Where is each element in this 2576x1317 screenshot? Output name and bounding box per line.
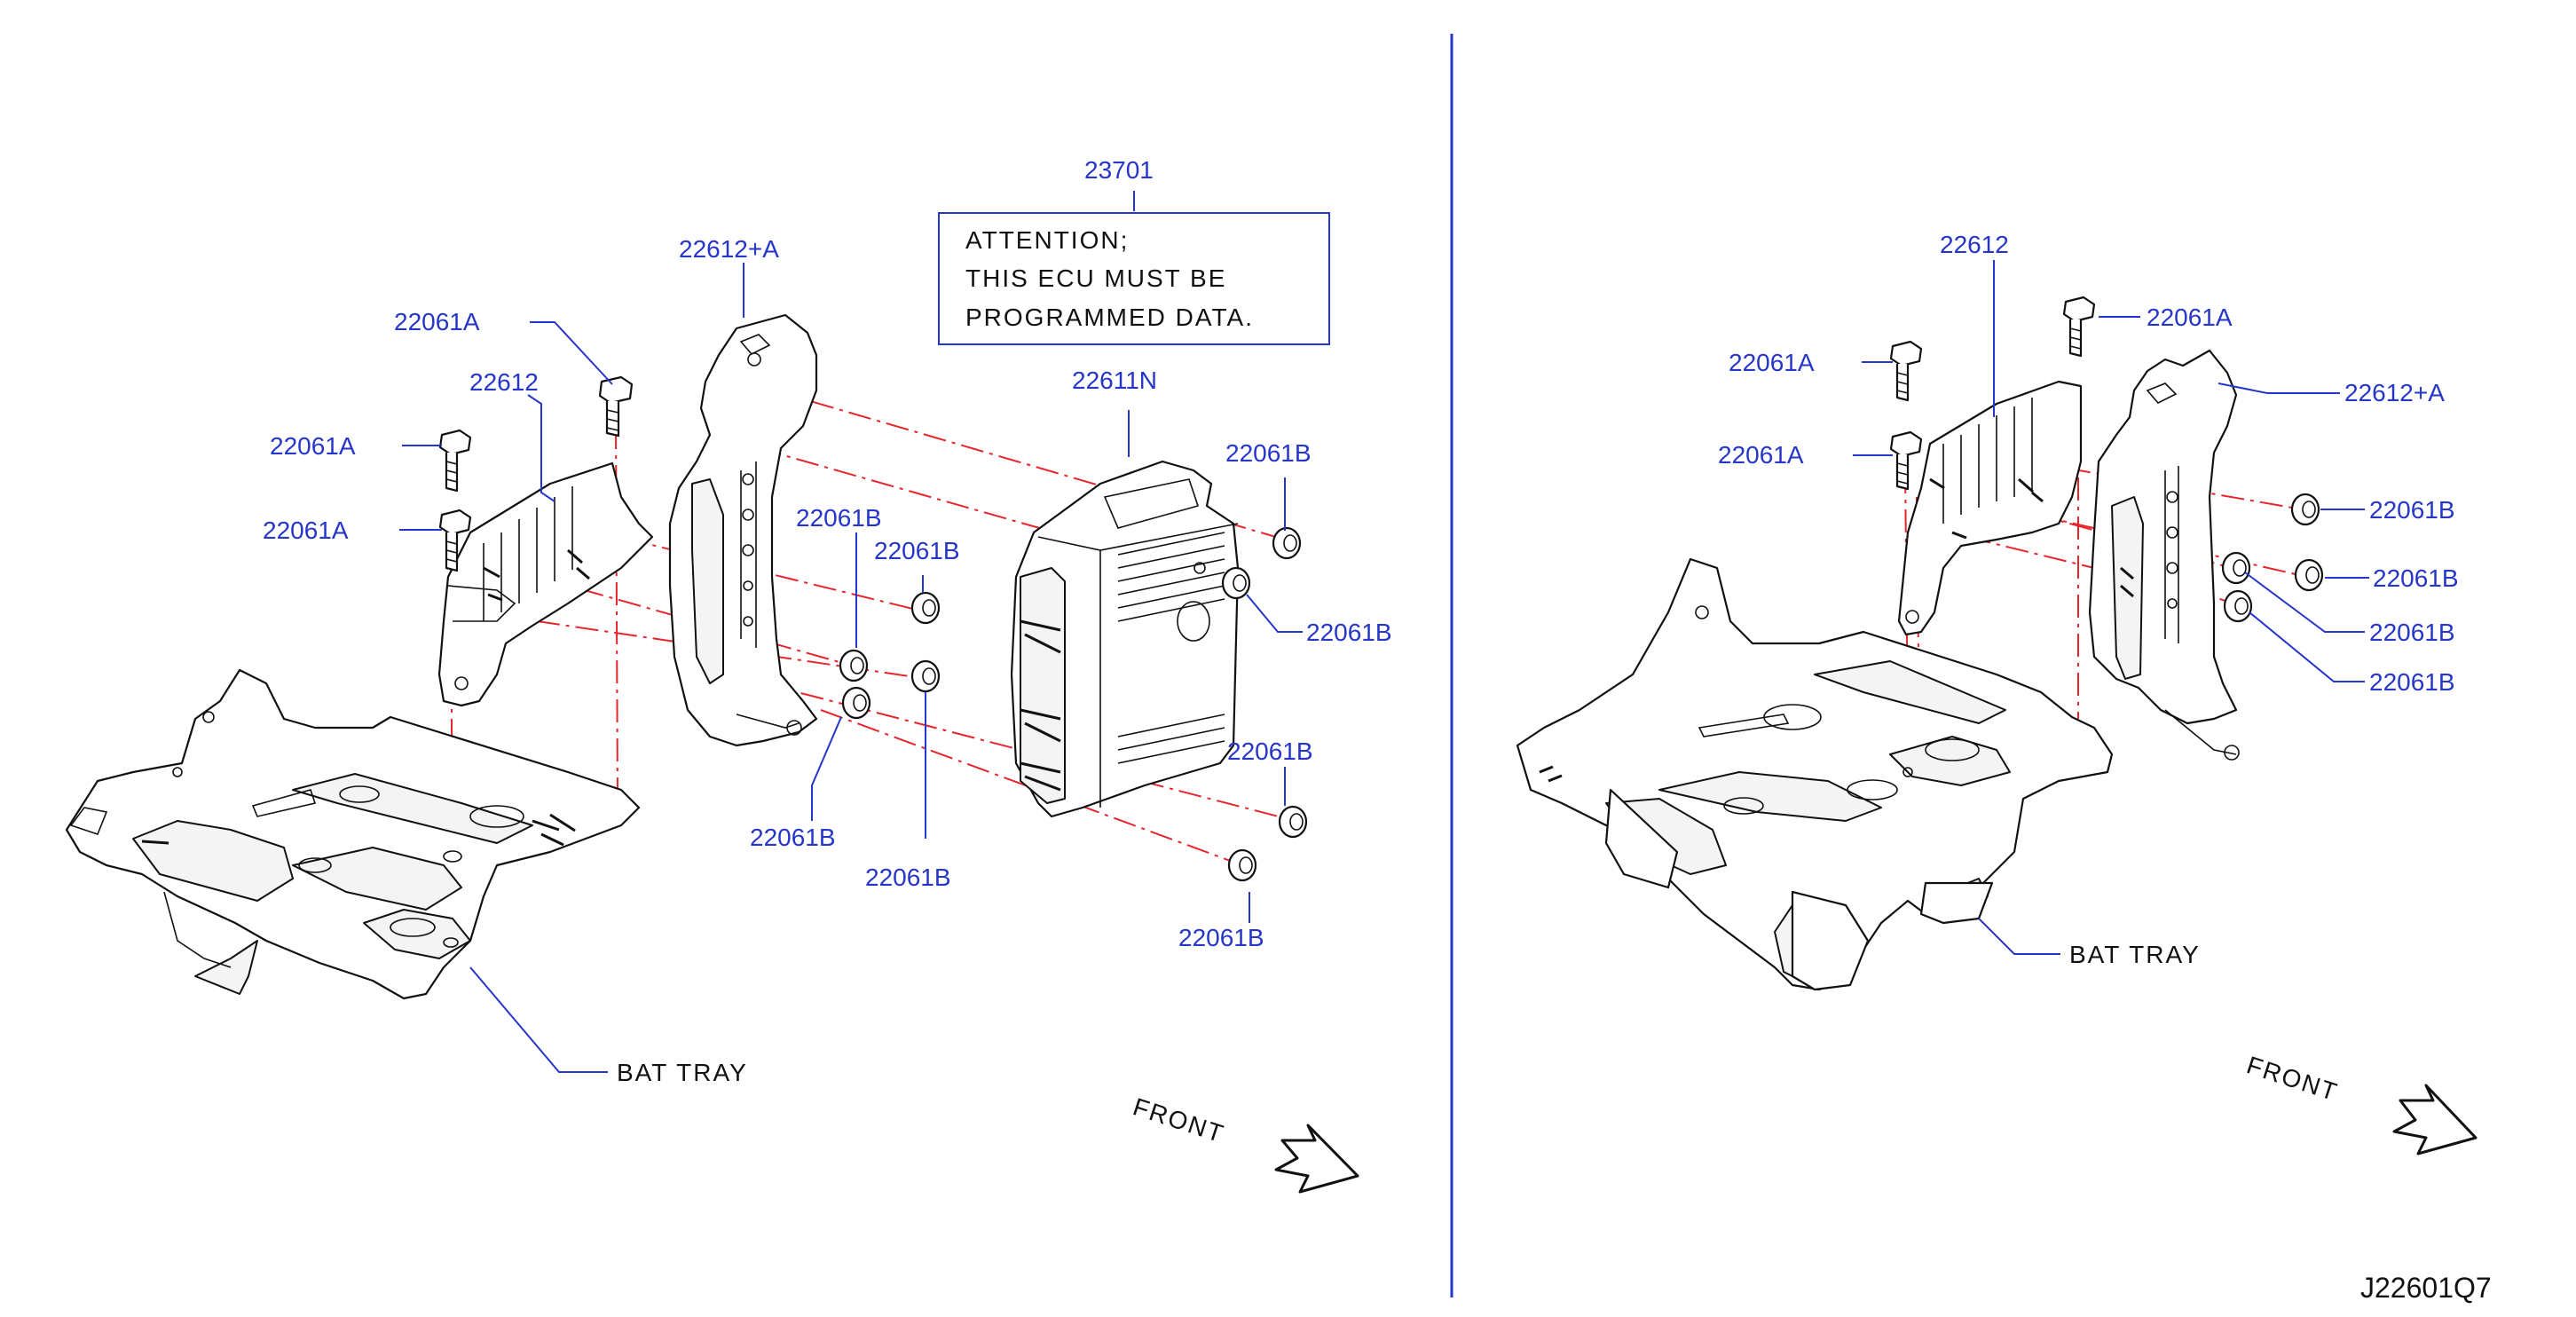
right-label-bat-tray: BAT TRAY: [2069, 941, 2201, 968]
right-label-nut-4: 22061B: [2369, 668, 2455, 696]
right-label-bolt-3: 22061A: [1718, 441, 1804, 469]
left-label-nut-2: 22061B: [796, 504, 882, 532]
notice-box: [938, 212, 1330, 345]
left-ecu-22611n: [1010, 460, 1240, 818]
left-label-ecu: 22611N: [1072, 367, 1157, 394]
left-label-bat-tray: BAT TRAY: [617, 1059, 748, 1086]
right-bracket-22612a: [2088, 349, 2240, 761]
left-bracket-22612: [437, 461, 654, 707]
left-label-bolt-1: 22061A: [394, 308, 480, 335]
right-bolt-2: [1889, 430, 1923, 491]
left-bolt-3: [598, 375, 634, 438]
notice-line-2: THIS ECU MUST BE: [965, 264, 1226, 292]
right-nut-3: [2221, 551, 2251, 585]
left-label-nut-1: 22061B: [1225, 439, 1312, 467]
left-label-bolt-2: 22061A: [270, 432, 356, 460]
notice-part-number: 23701: [1084, 156, 1154, 184]
left-nut-3: [839, 649, 869, 682]
left-label-nut-3: 22061B: [874, 537, 960, 564]
right-label-bolt-2: 22061A: [1729, 349, 1815, 376]
left-battery-tray: [65, 668, 641, 1000]
left-label-bracket: 22612: [469, 368, 539, 396]
left-label-nut-7: 22061B: [865, 864, 951, 891]
left-nut-5: [1272, 526, 1302, 560]
left-label-bracket-a: 22612+A: [679, 235, 779, 263]
left-label-bolt-3: 22061A: [263, 517, 349, 544]
left-nut-6: [1221, 566, 1251, 600]
diagram-code: J22601Q7: [2360, 1272, 2492, 1304]
left-front-label: FRONT: [1130, 1092, 1228, 1147]
right-view: 22612 22061A 22061A 22061A 22612+A 22061…: [1516, 231, 2478, 1155]
right-label-nut-2: 22061B: [2373, 564, 2459, 592]
left-leaders: [399, 191, 1303, 1073]
left-label-nut-6: 22061B: [750, 824, 836, 851]
right-nut-2: [2294, 558, 2324, 592]
left-bolt-1: [438, 429, 472, 493]
right-bracket-22612: [1897, 380, 2083, 636]
left-bracket-22612a: [668, 313, 818, 747]
left-view: 23701 ATTENTION; THIS ECU MUST BE PROGRA…: [65, 156, 1392, 1194]
left-nut-2: [910, 659, 941, 693]
right-label-bolt-1: 22061A: [2147, 304, 2233, 331]
right-label-nut-3: 22061B: [2369, 619, 2455, 646]
right-bolt-3: [2062, 296, 2096, 358]
notice-line-3: PROGRAMMED DATA.: [965, 304, 1254, 331]
left-nut-8: [1227, 848, 1257, 882]
right-leaders: [1853, 260, 2369, 955]
right-front-label: FRONT: [2243, 1051, 2342, 1106]
notice-line-1: ATTENTION;: [965, 226, 1129, 254]
left-label-nut-5: 22061B: [1227, 737, 1313, 765]
left-label-nut-8: 22061B: [1178, 924, 1264, 951]
right-label-nut-1: 22061B: [2369, 496, 2455, 524]
left-nut-1: [910, 591, 941, 625]
right-battery-tray: [1516, 557, 2114, 991]
right-nut-1: [2290, 493, 2320, 526]
left-front-arrow-icon: [1274, 1124, 1359, 1194]
right-label-bracket-a: 22612+A: [2344, 379, 2445, 406]
left-bolt-2: [438, 509, 472, 572]
left-nut-4: [841, 686, 871, 720]
left-label-nut-4: 22061B: [1306, 619, 1392, 646]
right-front-arrow-icon: [2392, 1084, 2478, 1155]
right-bolt-1: [1889, 340, 1923, 402]
left-nut-7: [1278, 805, 1308, 839]
right-nut-4: [2223, 589, 2253, 623]
right-label-bracket: 22612: [1940, 231, 2009, 258]
